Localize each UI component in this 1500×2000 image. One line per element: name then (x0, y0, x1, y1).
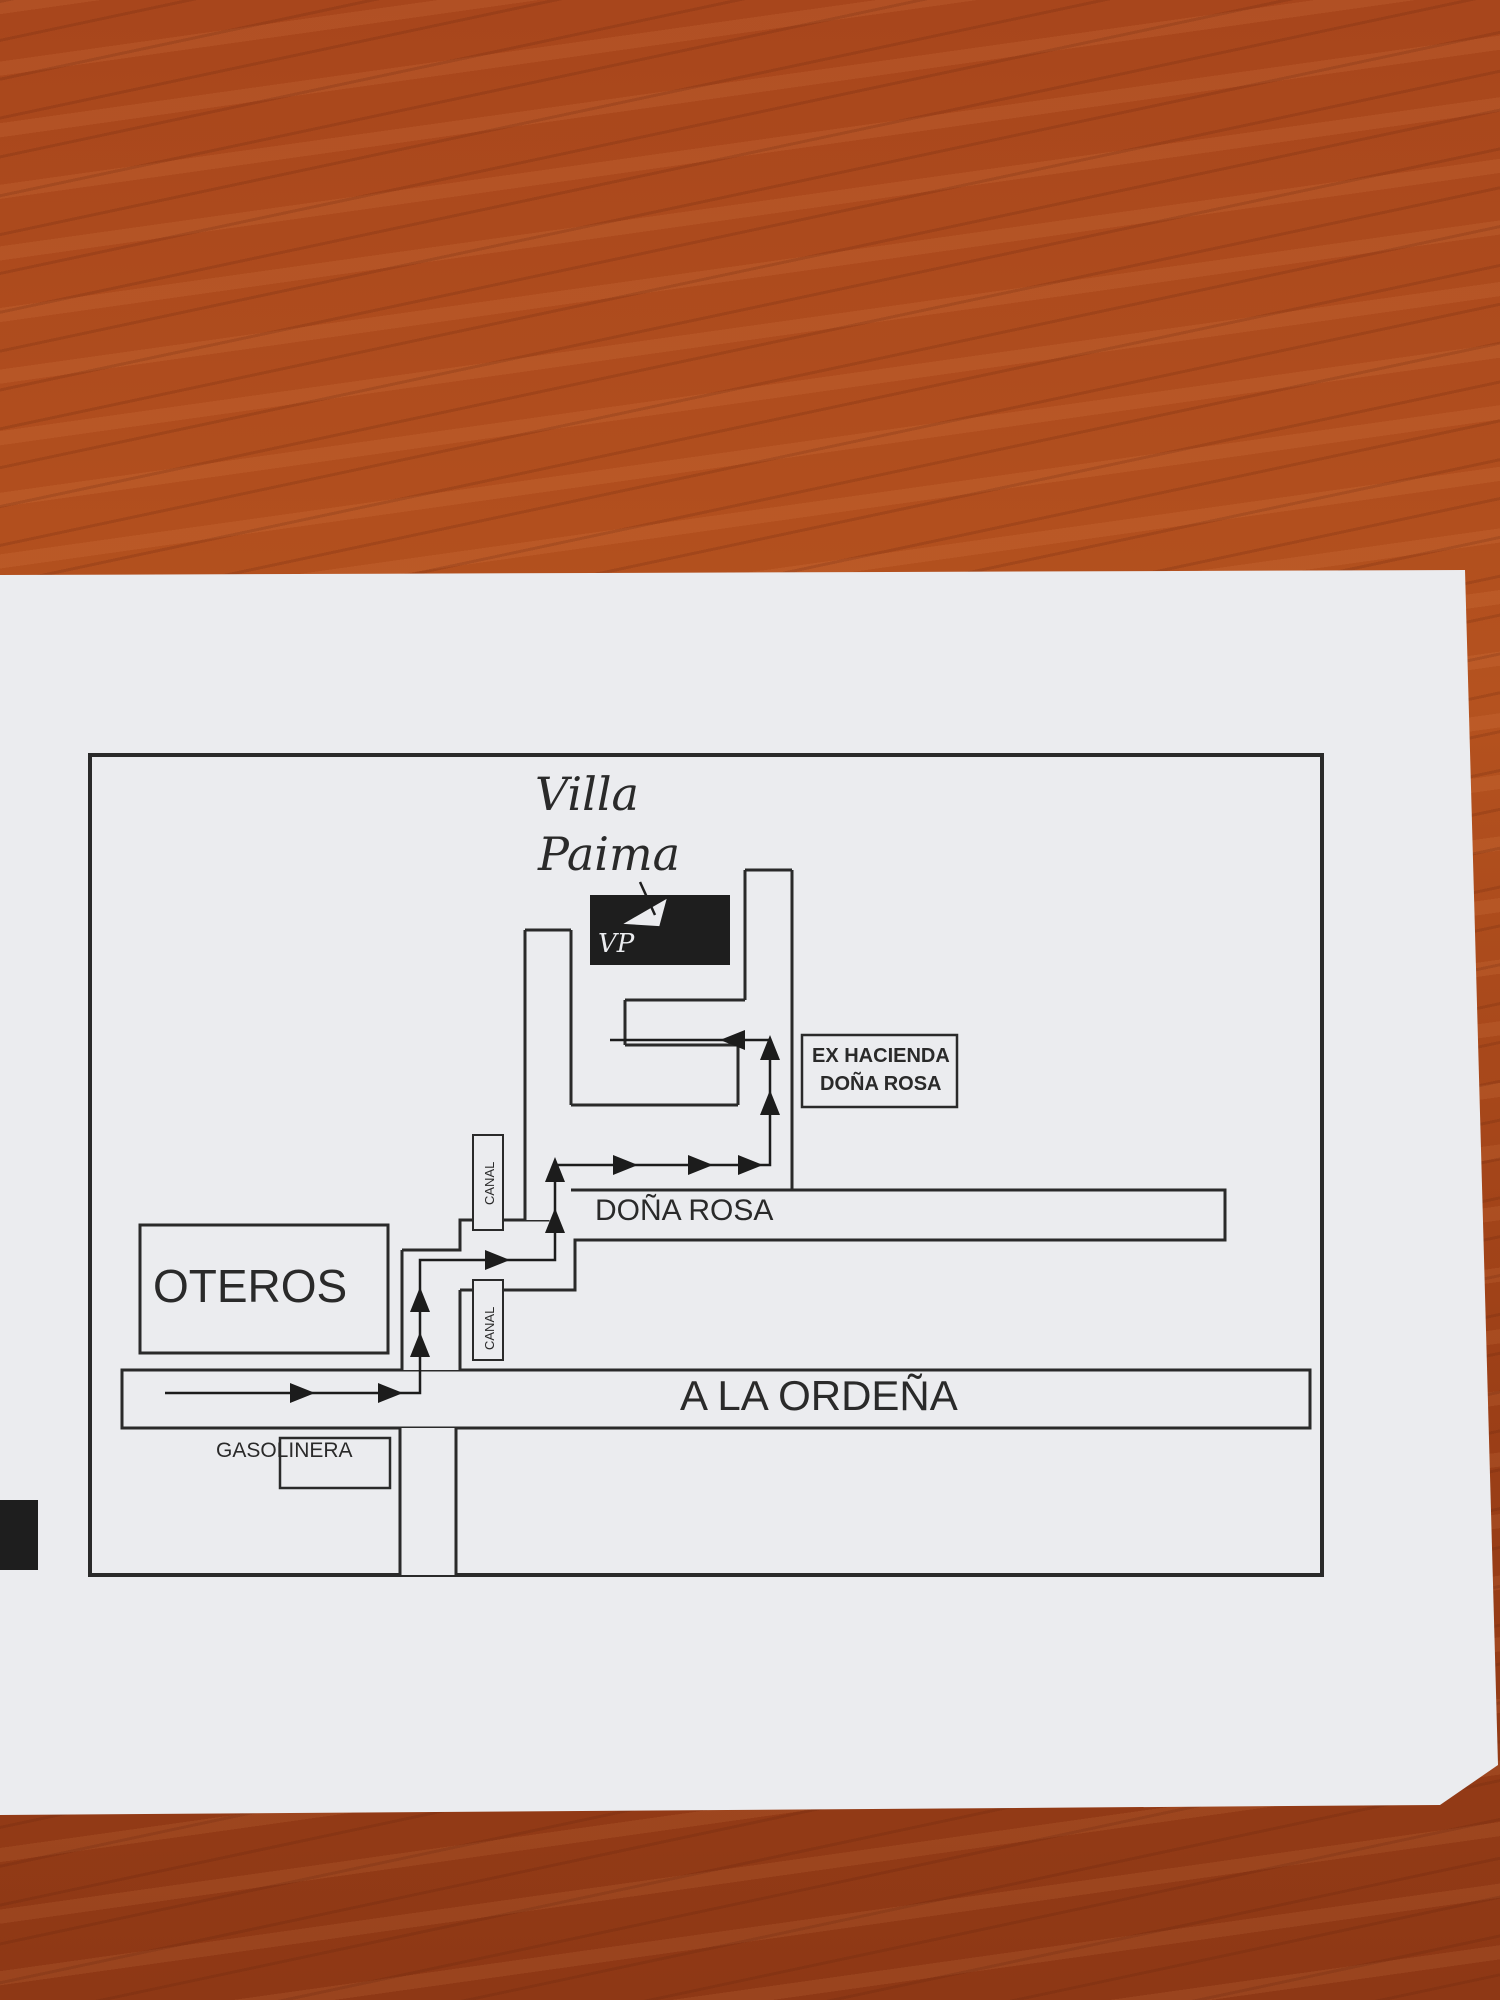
road-a-la-ordena (120, 1368, 1312, 1430)
road-label-a-la-ordena: A LA ORDEÑA (680, 1372, 958, 1419)
road-network (120, 868, 1312, 1575)
arrow-head (545, 1157, 565, 1182)
road-label-dona-rosa: DOÑA ROSA (595, 1193, 773, 1227)
canal-upper-box (472, 1134, 504, 1231)
arrow-head (738, 1155, 763, 1175)
oteros-box (138, 1223, 390, 1355)
arrow-heads (290, 1030, 780, 1403)
arrow-head (378, 1383, 403, 1403)
map-frame (88, 753, 1324, 1577)
arrow-head (545, 1208, 565, 1233)
gasolinera-box (278, 1436, 392, 1490)
canal-lower-box (472, 1279, 504, 1361)
edge-mark (0, 1500, 38, 1570)
location-pointer (623, 898, 667, 927)
canal-upper-label: CANAL (482, 1162, 497, 1205)
hacienda-box (800, 1033, 959, 1109)
brand-badge: VP (598, 929, 635, 959)
arrow-head (760, 1035, 780, 1060)
arrow-head (410, 1332, 430, 1357)
arrow-head (613, 1155, 638, 1175)
canal-lower-label: CANAL (482, 1307, 497, 1350)
arrow-head (760, 1090, 780, 1115)
road-north-left (525, 930, 571, 1220)
hacienda-label-1: EX HACIENDA (812, 1045, 950, 1067)
arrow-head (290, 1383, 315, 1403)
road-south (400, 1428, 456, 1575)
hacienda-label-2: DOÑA ROSA (820, 1072, 941, 1095)
map-card: VP Villa Paima EX HACIENDA DOÑA ROSA OTE… (0, 570, 1498, 1815)
brand-line-2: Paima (537, 827, 680, 881)
road-link (402, 1188, 1227, 1292)
oteros-label: OTEROS (153, 1260, 347, 1312)
arrow-head (485, 1250, 510, 1270)
arrow-head (720, 1030, 745, 1050)
arrow-head (410, 1287, 430, 1312)
arrow-head (688, 1155, 713, 1175)
brand-line-1: Villa (535, 767, 639, 821)
gasolinera-label: GASOLINERA (216, 1439, 353, 1462)
